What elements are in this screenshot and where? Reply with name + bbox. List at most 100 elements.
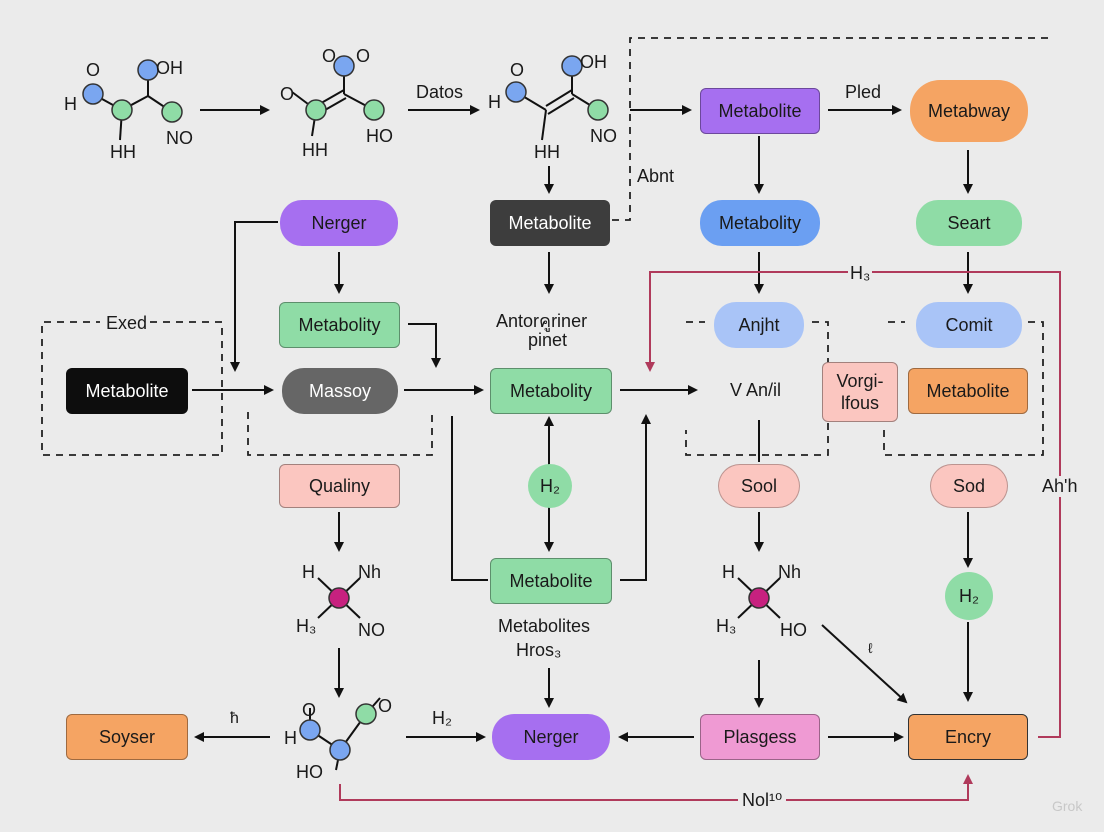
m5-atom-c: H₃	[716, 616, 737, 636]
label-h2-bottom: H₂	[432, 708, 452, 728]
m3-atom-c: H	[488, 92, 501, 112]
atom-blue	[505, 81, 527, 103]
node-sool: Sool	[718, 464, 800, 508]
dashed-link-top-right	[612, 37, 1048, 221]
m3-atom-e: HH	[534, 142, 560, 162]
node-encry: Encry	[908, 714, 1028, 760]
atom-blue	[137, 59, 159, 81]
m1-atom-a: O	[86, 60, 101, 80]
m5-atom-a: H	[722, 562, 735, 582]
node-metabolite-bottom: Metabolite	[490, 558, 612, 604]
label-antor-line2: pinet	[528, 330, 568, 350]
label-metabolites-line2: Hros₃	[516, 640, 562, 660]
m6-atom-d: HO	[296, 762, 323, 782]
arrow-bottom-right-up	[620, 414, 651, 581]
atom-green	[355, 703, 377, 725]
label-abnt: Abnt	[637, 166, 675, 186]
m4-atom-b: Nh	[358, 562, 382, 582]
node-metabway: Metabway	[910, 80, 1028, 142]
label-datos: Datos	[416, 82, 464, 102]
label-i-small: ℓ	[868, 640, 873, 656]
dashed-group-comit	[883, 321, 1044, 456]
label-noi: Nol¹⁰	[738, 790, 787, 811]
m2-atom-a: O	[280, 84, 295, 104]
atom-magenta	[328, 587, 350, 609]
node-massoy: Massoy	[282, 368, 398, 414]
m2-atom-e: HH	[302, 140, 328, 160]
node-comit: Comit	[916, 302, 1022, 348]
atom-blue	[82, 83, 104, 105]
m1-atom-e: HH	[110, 142, 136, 162]
m1-atom-c: H	[64, 94, 77, 114]
node-anjht: Anjht	[714, 302, 804, 348]
node-metabolity-left: Metabolity	[279, 302, 400, 348]
node-metabolity-blue: Metabolity	[700, 200, 820, 246]
label-h-small: ħ	[230, 710, 239, 727]
crimson-bottom-loop	[339, 774, 973, 801]
m3-atom-b: OH	[580, 52, 607, 72]
m5-atom-d: HO	[780, 620, 807, 640]
m6-atom-a: O	[302, 700, 317, 720]
node-plasgess: Plasgess	[700, 714, 820, 760]
node-metabolity-center: Metabolity	[490, 368, 612, 414]
node-sod: Sod	[930, 464, 1008, 508]
node-metabolite-black: Metabolite	[66, 368, 188, 414]
m1-atom-b: OH	[156, 58, 183, 78]
label-metabolites-line1: Metabolites	[498, 616, 591, 636]
atom-magenta	[748, 587, 770, 609]
arrow-nerger-loop	[230, 221, 278, 372]
m3-atom-d: NO	[590, 126, 617, 146]
molecule-m2	[291, 66, 375, 137]
atom-green	[363, 99, 385, 121]
atom-blue	[561, 55, 583, 77]
atom-green	[587, 99, 609, 121]
atom-blue	[329, 739, 351, 761]
node-vorgi-line2: lfous	[840, 393, 880, 413]
label-exed: Exed	[106, 313, 148, 333]
watermark-grok: Grok	[1052, 798, 1083, 814]
node-qualiny: Qualiny	[279, 464, 400, 508]
node-soyser: Soyser	[66, 714, 188, 760]
label-h3-top: H₃	[848, 263, 873, 284]
m6-atom-b: O	[378, 696, 393, 716]
node-nerger-bottom: Nerger	[492, 714, 610, 760]
node-vorgi-line1: Vorgi-	[836, 371, 884, 391]
atom-green	[305, 99, 327, 121]
line-left-loop	[451, 416, 488, 581]
label-ahh: Ah'h	[1042, 476, 1078, 497]
m2-atom-c: O	[356, 46, 371, 66]
m6-atom-c: H	[284, 728, 297, 748]
node-h2-right: H₂	[945, 572, 993, 620]
crimson-top-loop	[645, 271, 1061, 738]
node-nerger-top: Nerger	[280, 200, 398, 246]
m1-atom-d: NO	[166, 128, 193, 148]
m2-atom-d: HO	[366, 126, 393, 146]
atom-blue	[299, 719, 321, 741]
label-v-anil: V An/il	[730, 380, 782, 400]
dashed-group-massoy	[247, 412, 433, 456]
m4-atom-d: NO	[358, 620, 385, 640]
atom-green	[161, 101, 183, 123]
m2-atom-b: O	[322, 46, 337, 66]
m4-atom-a: H	[302, 562, 315, 582]
node-metabolite-top: Metabolite	[700, 88, 820, 134]
node-metabolite-orange: Metabolite	[908, 368, 1028, 414]
m3-atom-a: O	[510, 60, 525, 80]
label-pled: Pled	[845, 82, 882, 102]
node-metabolite-dark: Metabolite	[490, 200, 610, 246]
arrow-m5-encry	[821, 624, 908, 704]
atom-blue	[333, 55, 355, 77]
molecule-m1	[92, 70, 173, 141]
molecule-m3	[515, 66, 599, 141]
arrow-metabolity-massoy	[408, 323, 441, 368]
m4-atom-c: H₃	[296, 616, 317, 636]
dashed-group-anjht	[685, 321, 829, 456]
m5-atom-b: Nh	[778, 562, 802, 582]
node-h2-center: H₂	[528, 464, 572, 508]
atom-green	[111, 99, 133, 121]
node-seart: Seart	[916, 200, 1022, 246]
node-vorgi: Vorgi- lfous	[822, 362, 898, 422]
label-antor-line1: Antorคูriner	[496, 311, 588, 331]
